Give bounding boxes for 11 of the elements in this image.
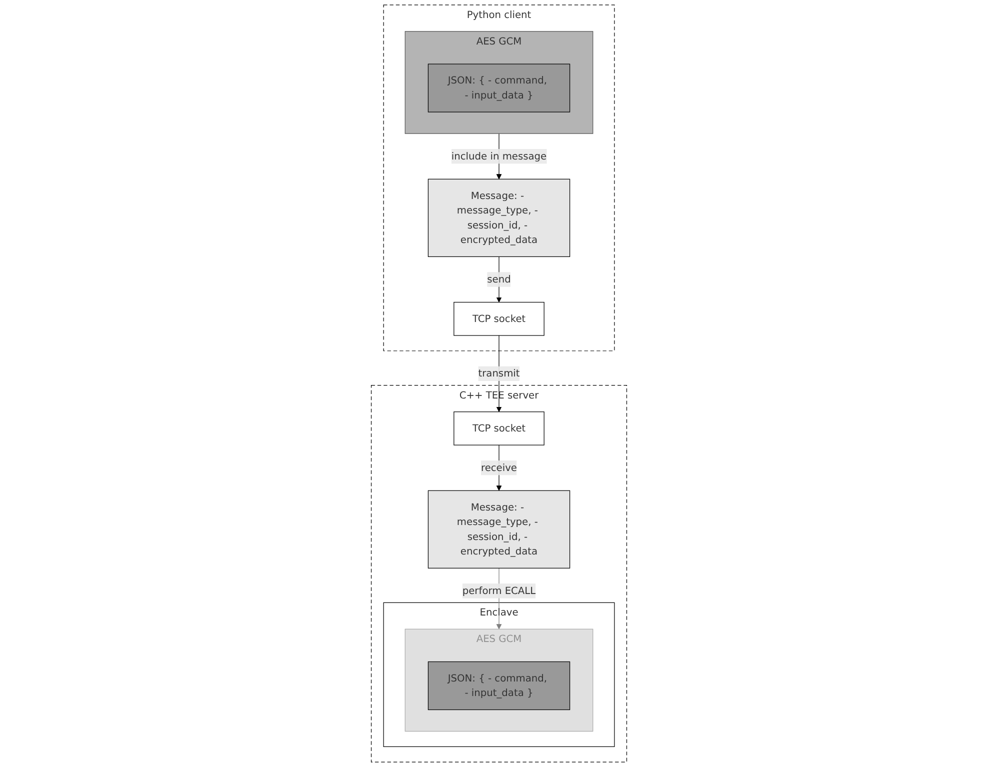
node-box: JSON: { - command, - input_data } xyxy=(428,64,570,112)
node-box: TCP socket xyxy=(454,302,544,336)
node-box: Message: - message_type, - session_id, - encrypted_data xyxy=(428,178,570,257)
node-box: TCP socket xyxy=(454,412,544,446)
edge-label: receive xyxy=(481,462,517,474)
node-box: Message: - message_type, - session_id, - encrypted_data xyxy=(428,490,570,568)
edge-label: send xyxy=(487,273,511,286)
edge-label: include in message xyxy=(451,150,547,162)
edge-label: transmit xyxy=(478,367,520,380)
edge-label: perform ECALL xyxy=(462,584,536,596)
node-box: JSON: { - command, - input_data } xyxy=(428,661,570,710)
